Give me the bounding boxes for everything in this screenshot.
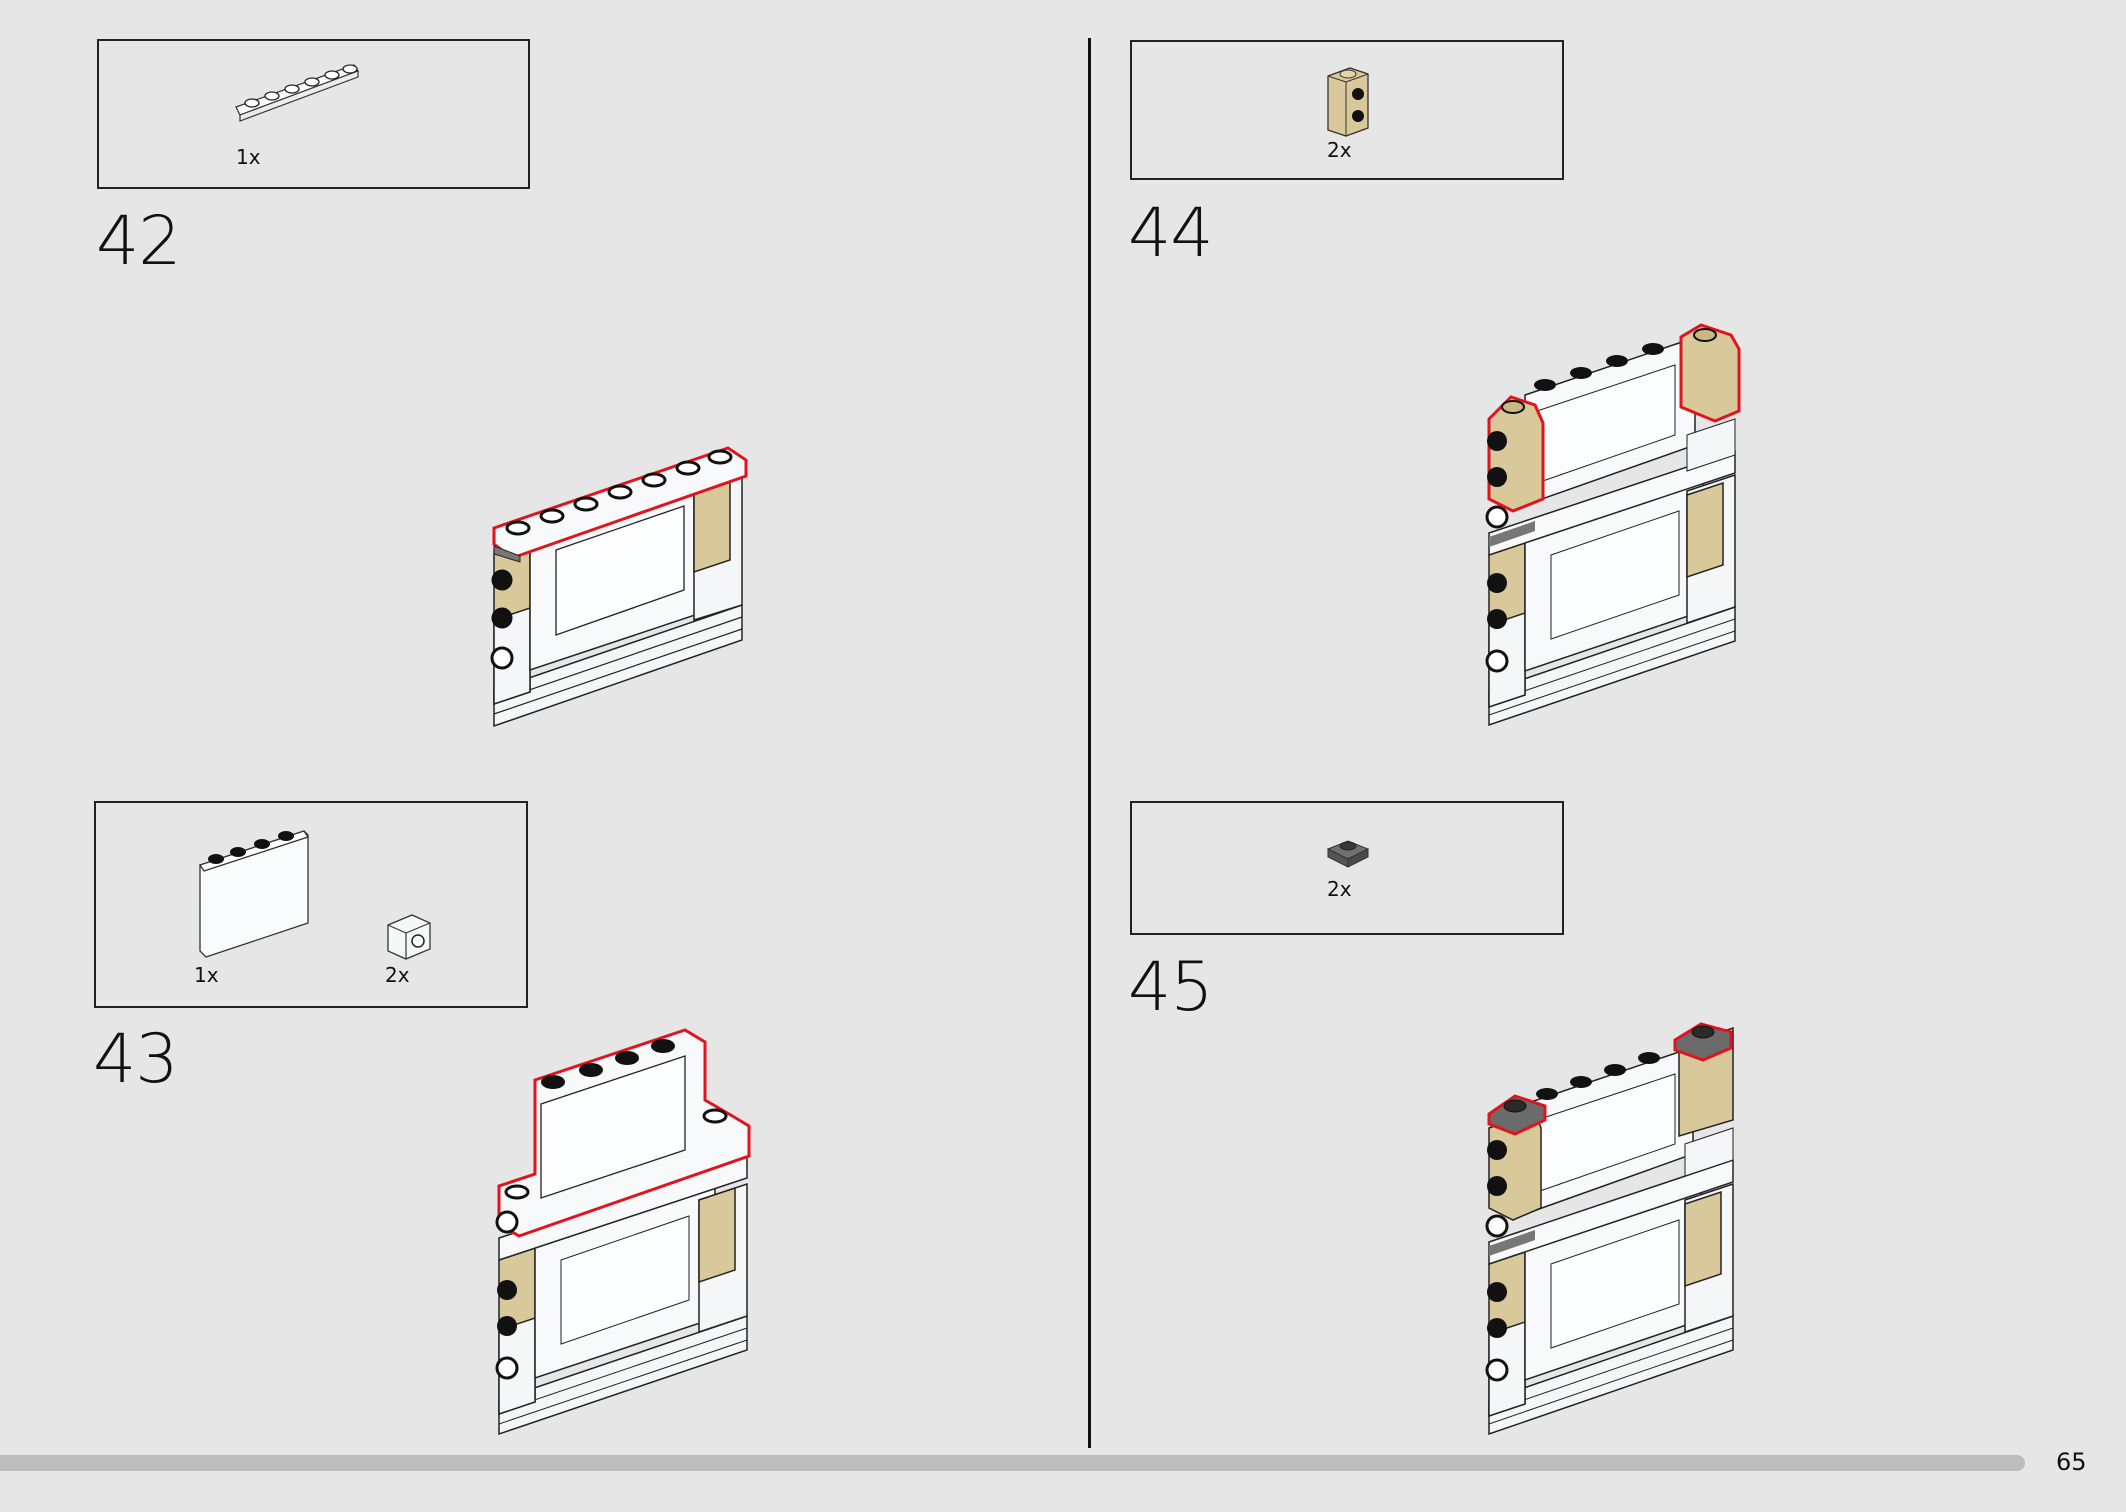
qty-label: 2x xyxy=(1327,877,1352,901)
page-divider xyxy=(1088,38,1091,1448)
step-number-43: 43 xyxy=(93,1020,179,1099)
step-number-42: 42 xyxy=(96,202,182,281)
page-number: 65 xyxy=(2056,1448,2087,1476)
parts-callout-step-45: 2x xyxy=(1130,801,1564,935)
step-number-45: 45 xyxy=(1128,948,1214,1027)
qty-label: 1x xyxy=(194,963,219,987)
qty-label: 1x xyxy=(236,145,261,169)
white-brick-1x1-stud-side-icon xyxy=(387,914,431,960)
qty-label: 2x xyxy=(385,963,410,987)
build-model-step-43 xyxy=(495,1028,751,1436)
parts-callout-step-43: 1x 2x xyxy=(94,801,528,1008)
build-model-step-42 xyxy=(490,446,748,728)
white-panel-1x4x3-icon xyxy=(198,830,310,958)
progress-bar xyxy=(0,1455,2025,1471)
qty-label: 2x xyxy=(1327,138,1352,162)
tan-brick-1x1x2-studs-side-icon xyxy=(1327,67,1369,137)
build-model-step-44 xyxy=(1485,323,1741,727)
parts-callout-step-44: 2x xyxy=(1130,40,1564,180)
build-model-step-45 xyxy=(1485,1022,1734,1436)
dark-gray-plate-1x1-icon xyxy=(1326,840,1370,868)
parts-callout-step-42: 1x xyxy=(97,39,530,189)
white-plate-1x6-icon xyxy=(235,64,359,122)
step-number-44: 44 xyxy=(1128,194,1214,273)
